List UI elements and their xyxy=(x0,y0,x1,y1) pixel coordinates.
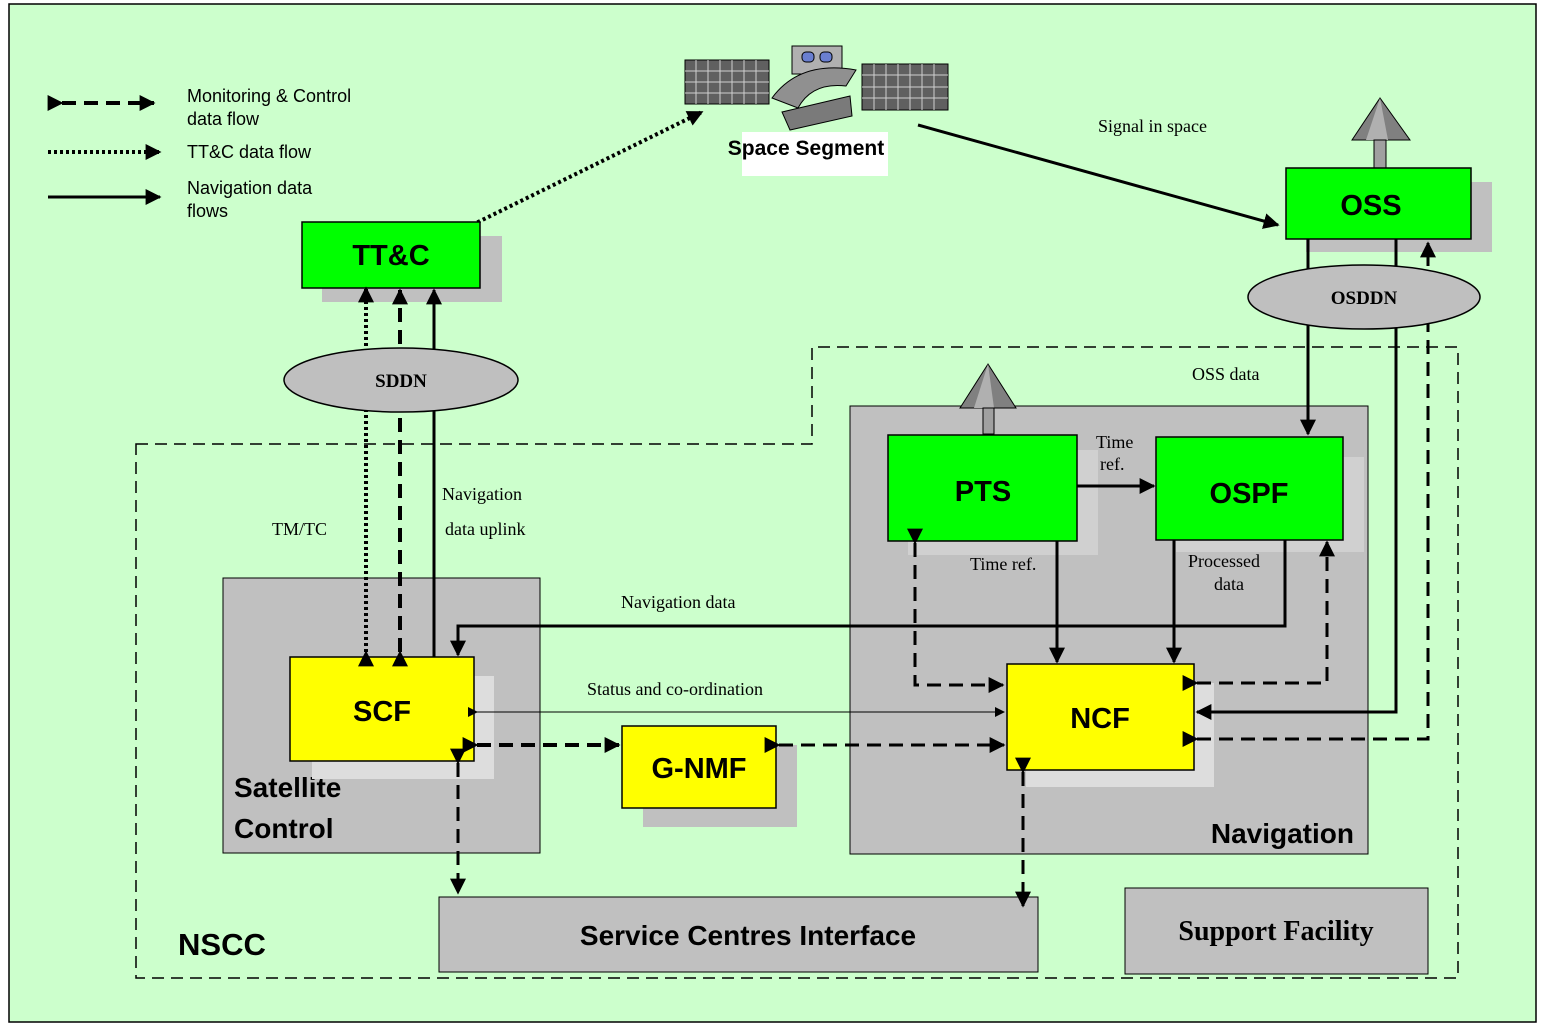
navigation-area-label: Navigation xyxy=(1211,818,1354,849)
signal-in-space-arrow xyxy=(917,123,1280,229)
satellite-icon xyxy=(684,45,949,131)
ncf-box xyxy=(1006,663,1195,771)
osddn-label: OSDDN xyxy=(1331,288,1398,309)
tmtc-label: TM/TC xyxy=(272,519,327,539)
navigation-data-label: Navigation data xyxy=(621,592,735,612)
pts-antenna-icon xyxy=(959,363,1017,435)
gnmf-label: G-NMF xyxy=(651,753,746,785)
oss-antenna-icon xyxy=(1351,97,1411,171)
space-segment-label-bg xyxy=(742,132,888,176)
osddn-network xyxy=(1247,264,1481,330)
service-centres-interface-box xyxy=(438,896,1039,973)
time-ref-top-label-2: ref. xyxy=(1100,454,1124,474)
pts-box xyxy=(887,434,1078,542)
time-ref-label: Time ref. xyxy=(970,554,1036,574)
oss-label: OSS xyxy=(1340,190,1401,222)
ttc-space-link xyxy=(455,110,704,239)
service-centres-interface-label: Service Centres Interface xyxy=(580,920,916,951)
pts-label: PTS xyxy=(955,476,1011,508)
legend-ttc-label: TT&C data flow xyxy=(187,142,312,162)
processed-data-label: Processed xyxy=(1188,551,1260,571)
oss-data-label: OSS data xyxy=(1192,364,1260,384)
sddn-network xyxy=(283,347,519,413)
signal-in-space-label: Signal in space xyxy=(1098,116,1207,136)
ospf-label: OSPF xyxy=(1210,478,1289,510)
gnmf-box xyxy=(621,725,777,809)
legend-nav-label: Navigation data xyxy=(187,178,313,198)
ncf-label: NCF xyxy=(1070,703,1130,735)
time-ref-top-label: Time xyxy=(1096,432,1133,452)
scf-box xyxy=(289,656,475,762)
ttc-box xyxy=(301,221,481,289)
ncf-to-oss-monitoring xyxy=(1182,241,1436,747)
nscc-label: NSCC xyxy=(178,927,266,962)
oss-box xyxy=(1285,167,1472,240)
legend: Monitoring & Control data flow TT&C data… xyxy=(47,86,351,221)
legend-monitoring-label: Monitoring & Control xyxy=(187,86,351,106)
legend-monitoring-label-2: data flow xyxy=(187,109,260,129)
scf-label: SCF xyxy=(353,696,411,728)
ospf-ncf-monitoring xyxy=(1182,540,1335,691)
nscc-boundary xyxy=(135,346,1459,979)
ttc-label: TT&C xyxy=(352,240,429,272)
nav-uplink-label-2: data uplink xyxy=(445,519,525,539)
support-facility-box xyxy=(1124,887,1429,975)
pts-ncf-monitoring xyxy=(907,528,1005,693)
sddn-label: SDDN xyxy=(375,371,427,392)
status-coordination-label: Status and co-ordination xyxy=(587,679,763,699)
support-facility-label: Support Facility xyxy=(1178,916,1373,947)
space-segment-label: Space Segment xyxy=(728,137,884,160)
processed-data-label-2: data xyxy=(1214,574,1244,594)
nav-uplink-label: Navigation xyxy=(442,484,522,504)
satellite-control-label-2: Control xyxy=(234,813,334,844)
legend-nav-label-2: flows xyxy=(187,201,228,221)
